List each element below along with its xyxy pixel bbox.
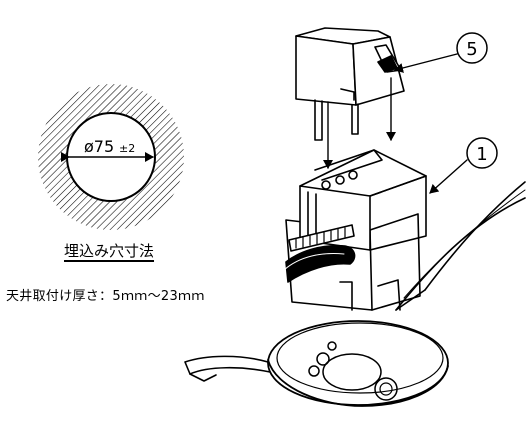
diameter-label: ø75 — [84, 137, 114, 156]
callout-5-number: 5 — [466, 39, 477, 60]
hole-diagram — [38, 84, 184, 230]
clip-part — [295, 27, 405, 141]
tolerance-label: ±2 — [119, 142, 135, 155]
ceiling-thickness-text: 天井取付け厚さ：5ｍｍ～23ｍｍ — [6, 289, 205, 304]
hole-dimension-title: 埋込み穴寸法 — [64, 242, 155, 260]
callout-5 — [394, 32, 488, 73]
callout-1-number: 1 — [476, 144, 487, 165]
fixture-body — [184, 149, 526, 407]
callout-1 — [429, 137, 498, 194]
